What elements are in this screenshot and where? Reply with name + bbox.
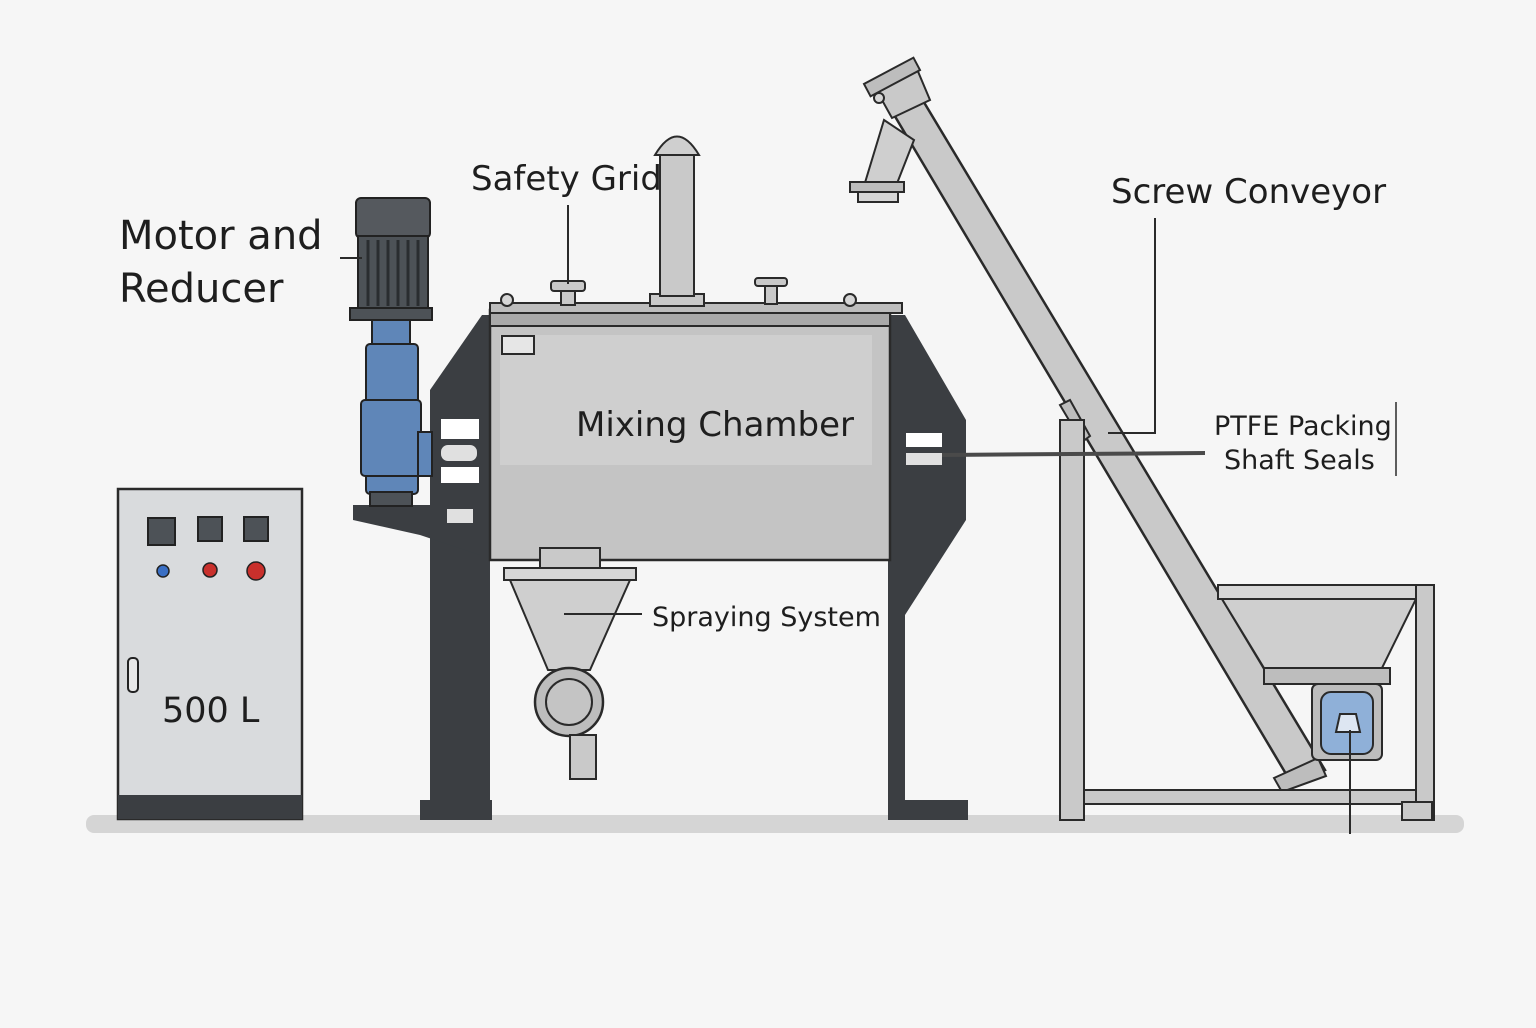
screw-conveyor-leader-line: [1108, 218, 1156, 434]
indicator-light-red: [202, 562, 218, 578]
inspection-window: [501, 335, 535, 355]
safety-grid-handle: [550, 280, 586, 306]
safety-grid-label: Safety Grid: [471, 159, 662, 199]
conveyor-outlet-flange: [849, 181, 905, 193]
feed-hopper: [1217, 584, 1435, 821]
cabinet-button: [147, 517, 176, 546]
motor-and-reducer: [349, 197, 433, 507]
indicator-light-blue: [156, 564, 170, 578]
capacity-label: 500 L: [162, 691, 260, 731]
cabinet-handle: [127, 657, 139, 693]
screw-conveyor: [849, 56, 1417, 821]
cabinet-button: [243, 516, 269, 542]
top-valve-handle: [754, 277, 788, 305]
discharge-hopper: [503, 547, 637, 780]
ptfe-leader-line: [941, 451, 1206, 457]
ptfe-label-line2: Shaft Seals: [1224, 445, 1375, 476]
vent-pipe: [649, 135, 705, 307]
right-support-frame: [888, 315, 968, 820]
control-cabinet: 500 L: [116, 487, 304, 821]
mixing-chamber: Mixing Chamber: [488, 135, 903, 562]
spraying-system-label: Spraying System: [652, 602, 881, 633]
mixing-chamber-label: Mixing Chamber: [576, 405, 854, 445]
motor-label-line1: Motor and: [119, 213, 323, 259]
screw-conveyor-label: Screw Conveyor: [1111, 172, 1386, 212]
left-support-frame: [353, 315, 492, 820]
ptfe-label-line1: PTFE Packing: [1214, 411, 1392, 442]
indicator-light-red: [246, 561, 266, 581]
cabinet-button: [197, 516, 223, 542]
motor-label-line2: Reducer: [119, 266, 284, 312]
conveyor-inlet-flange: [862, 56, 922, 98]
